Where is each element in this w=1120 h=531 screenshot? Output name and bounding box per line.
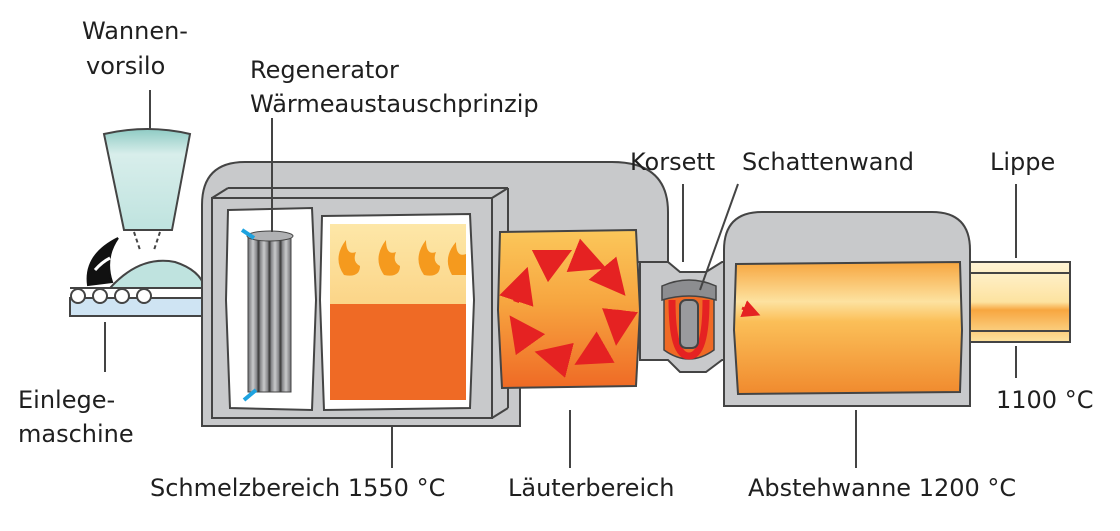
einlege-label-line2: maschine (18, 420, 134, 448)
silo-label-line1: Wannen- (82, 17, 188, 45)
einlege-label-line1: Einlege- (18, 386, 116, 414)
shadow-wall (679, 299, 699, 349)
conveyor-roller-icon (70, 288, 86, 304)
leader-lines (104, 90, 1017, 468)
regenerator-label-line2: Wärmeaustauschprinzip (250, 90, 539, 118)
schattenwand-label: Schattenwand (742, 148, 914, 176)
regenerator-label-line1: Regenerator (250, 56, 399, 84)
korsett-label: Korsett (630, 148, 716, 176)
circulation-arrow-icon (499, 238, 638, 378)
korsett (639, 261, 733, 373)
schmelzbereich-label: Schmelzbereich 1550 °C (150, 474, 446, 502)
abstehwanne-label: Abstehwanne 1200 °C (748, 474, 1017, 502)
flow-arrow-icon (740, 300, 761, 318)
standing-tank (723, 211, 971, 407)
lippe-temperature-label: 1100 °C (996, 386, 1094, 414)
flame-icon (378, 240, 400, 276)
batch-pile-icon (107, 259, 207, 289)
conveyor-roller-icon (114, 288, 130, 304)
conveyor-roller-icon (92, 288, 108, 304)
lauterbereich-label: Läuterbereich (508, 474, 675, 502)
conveyor (69, 237, 221, 317)
melting-chamber (318, 212, 476, 412)
conveyor-roller-icon (136, 288, 152, 304)
flame-icon (338, 240, 360, 276)
silo (102, 128, 192, 251)
lippe-label: Lippe (990, 148, 1056, 176)
lip-outlet (964, 261, 1071, 343)
flame-icon (447, 242, 466, 275)
flame-icon (418, 240, 440, 276)
regenerator (224, 206, 318, 412)
silo-label-line2: vorsilo (86, 52, 166, 80)
refining-chamber (496, 228, 642, 390)
